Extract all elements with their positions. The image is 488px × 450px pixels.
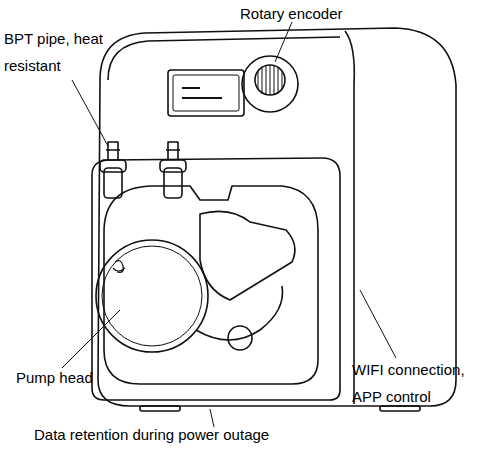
tube-left-clamp <box>100 160 126 172</box>
knob-ridges <box>258 65 282 95</box>
display-glass <box>173 75 239 111</box>
knob-base <box>242 56 298 112</box>
callout-label: Rotary encoder <box>240 0 343 27</box>
tube-left-nozzle <box>106 142 120 160</box>
display-screen <box>168 70 244 116</box>
roller-housing <box>196 286 283 340</box>
callout-label: BPT pipe, heat resistant <box>4 25 104 79</box>
foot-right <box>380 406 420 411</box>
leader-line <box>275 22 292 62</box>
foot-left <box>140 406 180 411</box>
leader-line <box>210 409 214 427</box>
callout-label: Data retention during power outage <box>34 421 269 448</box>
roller <box>228 326 252 350</box>
pump-cover <box>200 211 295 300</box>
tube-right-nozzle <box>166 142 180 160</box>
pump-logo <box>113 261 125 273</box>
tube-right-clamp <box>160 160 186 172</box>
pump-head-rim <box>102 246 202 346</box>
pump-head-disc <box>96 240 208 352</box>
leader-line <box>62 310 120 368</box>
leader-line <box>360 290 396 358</box>
callout-label: Pump head <box>16 364 93 391</box>
knob <box>255 65 285 95</box>
callout-label: WIFI connection, APP control <box>352 356 482 410</box>
housing-inner-edge <box>108 37 340 80</box>
front-recess <box>92 158 340 400</box>
housing-outline <box>98 28 456 406</box>
pump-body <box>104 186 318 384</box>
screen-marks <box>182 88 222 98</box>
leader-line <box>72 80 108 146</box>
side-panel-edge <box>345 31 354 404</box>
